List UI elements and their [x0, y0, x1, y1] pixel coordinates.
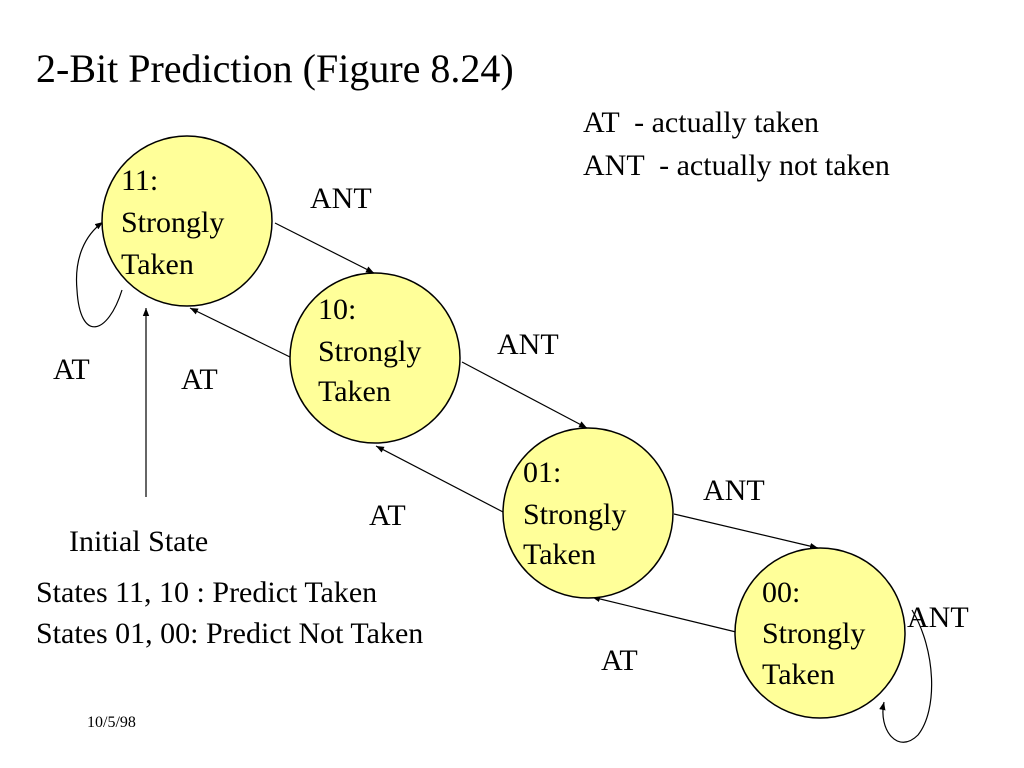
- edge-at-10-to-11: [189, 307, 291, 358]
- state-circle: [502, 427, 674, 599]
- edge-at-01-to-10: [375, 445, 506, 514]
- edge-ant-11-to-10: [274, 222, 375, 274]
- state-code: 10:: [318, 293, 356, 326]
- state-code: 01:: [523, 456, 561, 489]
- edge-ant-01-to-00: [673, 513, 819, 550]
- note-predict-not-taken: States 01, 00: Predict Not Taken: [36, 617, 423, 650]
- state-line2: Taken: [762, 658, 835, 691]
- state-circle: [101, 135, 273, 307]
- edge-label-at-00-01: AT: [601, 644, 638, 677]
- edge-label-at-01-10: AT: [369, 499, 406, 532]
- note-predict-taken: States 11, 10 : Predict Taken: [36, 576, 377, 609]
- edge-label-at-11-self: AT: [53, 353, 90, 386]
- state-line1: Strongly: [762, 617, 865, 650]
- edge-ant-00-self-loop: [879, 609, 933, 743]
- state-circle: [734, 547, 906, 719]
- state-circle: [289, 272, 461, 444]
- legend-ant: ANT - actually not taken: [583, 149, 890, 182]
- edge-label-ant-01-00: ANT: [703, 474, 765, 507]
- legend-at: AT - actually taken: [583, 106, 819, 139]
- edge-label-ant-10-01: ANT: [497, 328, 559, 361]
- state-10: 10: Strongly Taken: [289, 272, 461, 444]
- state-11: 11: Strongly Taken: [101, 135, 273, 307]
- state-code: 00:: [762, 576, 800, 609]
- state-01: 01: Strongly Taken: [502, 427, 674, 599]
- state-line1: Strongly: [121, 206, 224, 239]
- edge-label-at-10-11: AT: [181, 363, 218, 396]
- state-00: 00: Strongly Taken: [734, 547, 906, 719]
- edge-label-ant-11-10: ANT: [310, 182, 372, 215]
- state-line2: Taken: [121, 248, 194, 281]
- state-line2: Taken: [523, 538, 596, 571]
- state-line1: Strongly: [523, 498, 626, 531]
- edge-label-ant-00-self: ANT: [907, 601, 969, 634]
- state-line2: Taken: [318, 375, 391, 408]
- edge-at-11-self-loop: [75, 221, 123, 328]
- page-title: 2-Bit Prediction (Figure 8.24): [36, 46, 514, 91]
- edge-at-00-to-01: [591, 595, 737, 633]
- edge-ant-10-to-01: [461, 361, 588, 429]
- footer-date: 10/5/98: [87, 714, 136, 731]
- state-code: 11:: [121, 164, 158, 197]
- state-line1: Strongly: [318, 335, 421, 368]
- initial-state-label: Initial State: [69, 525, 208, 558]
